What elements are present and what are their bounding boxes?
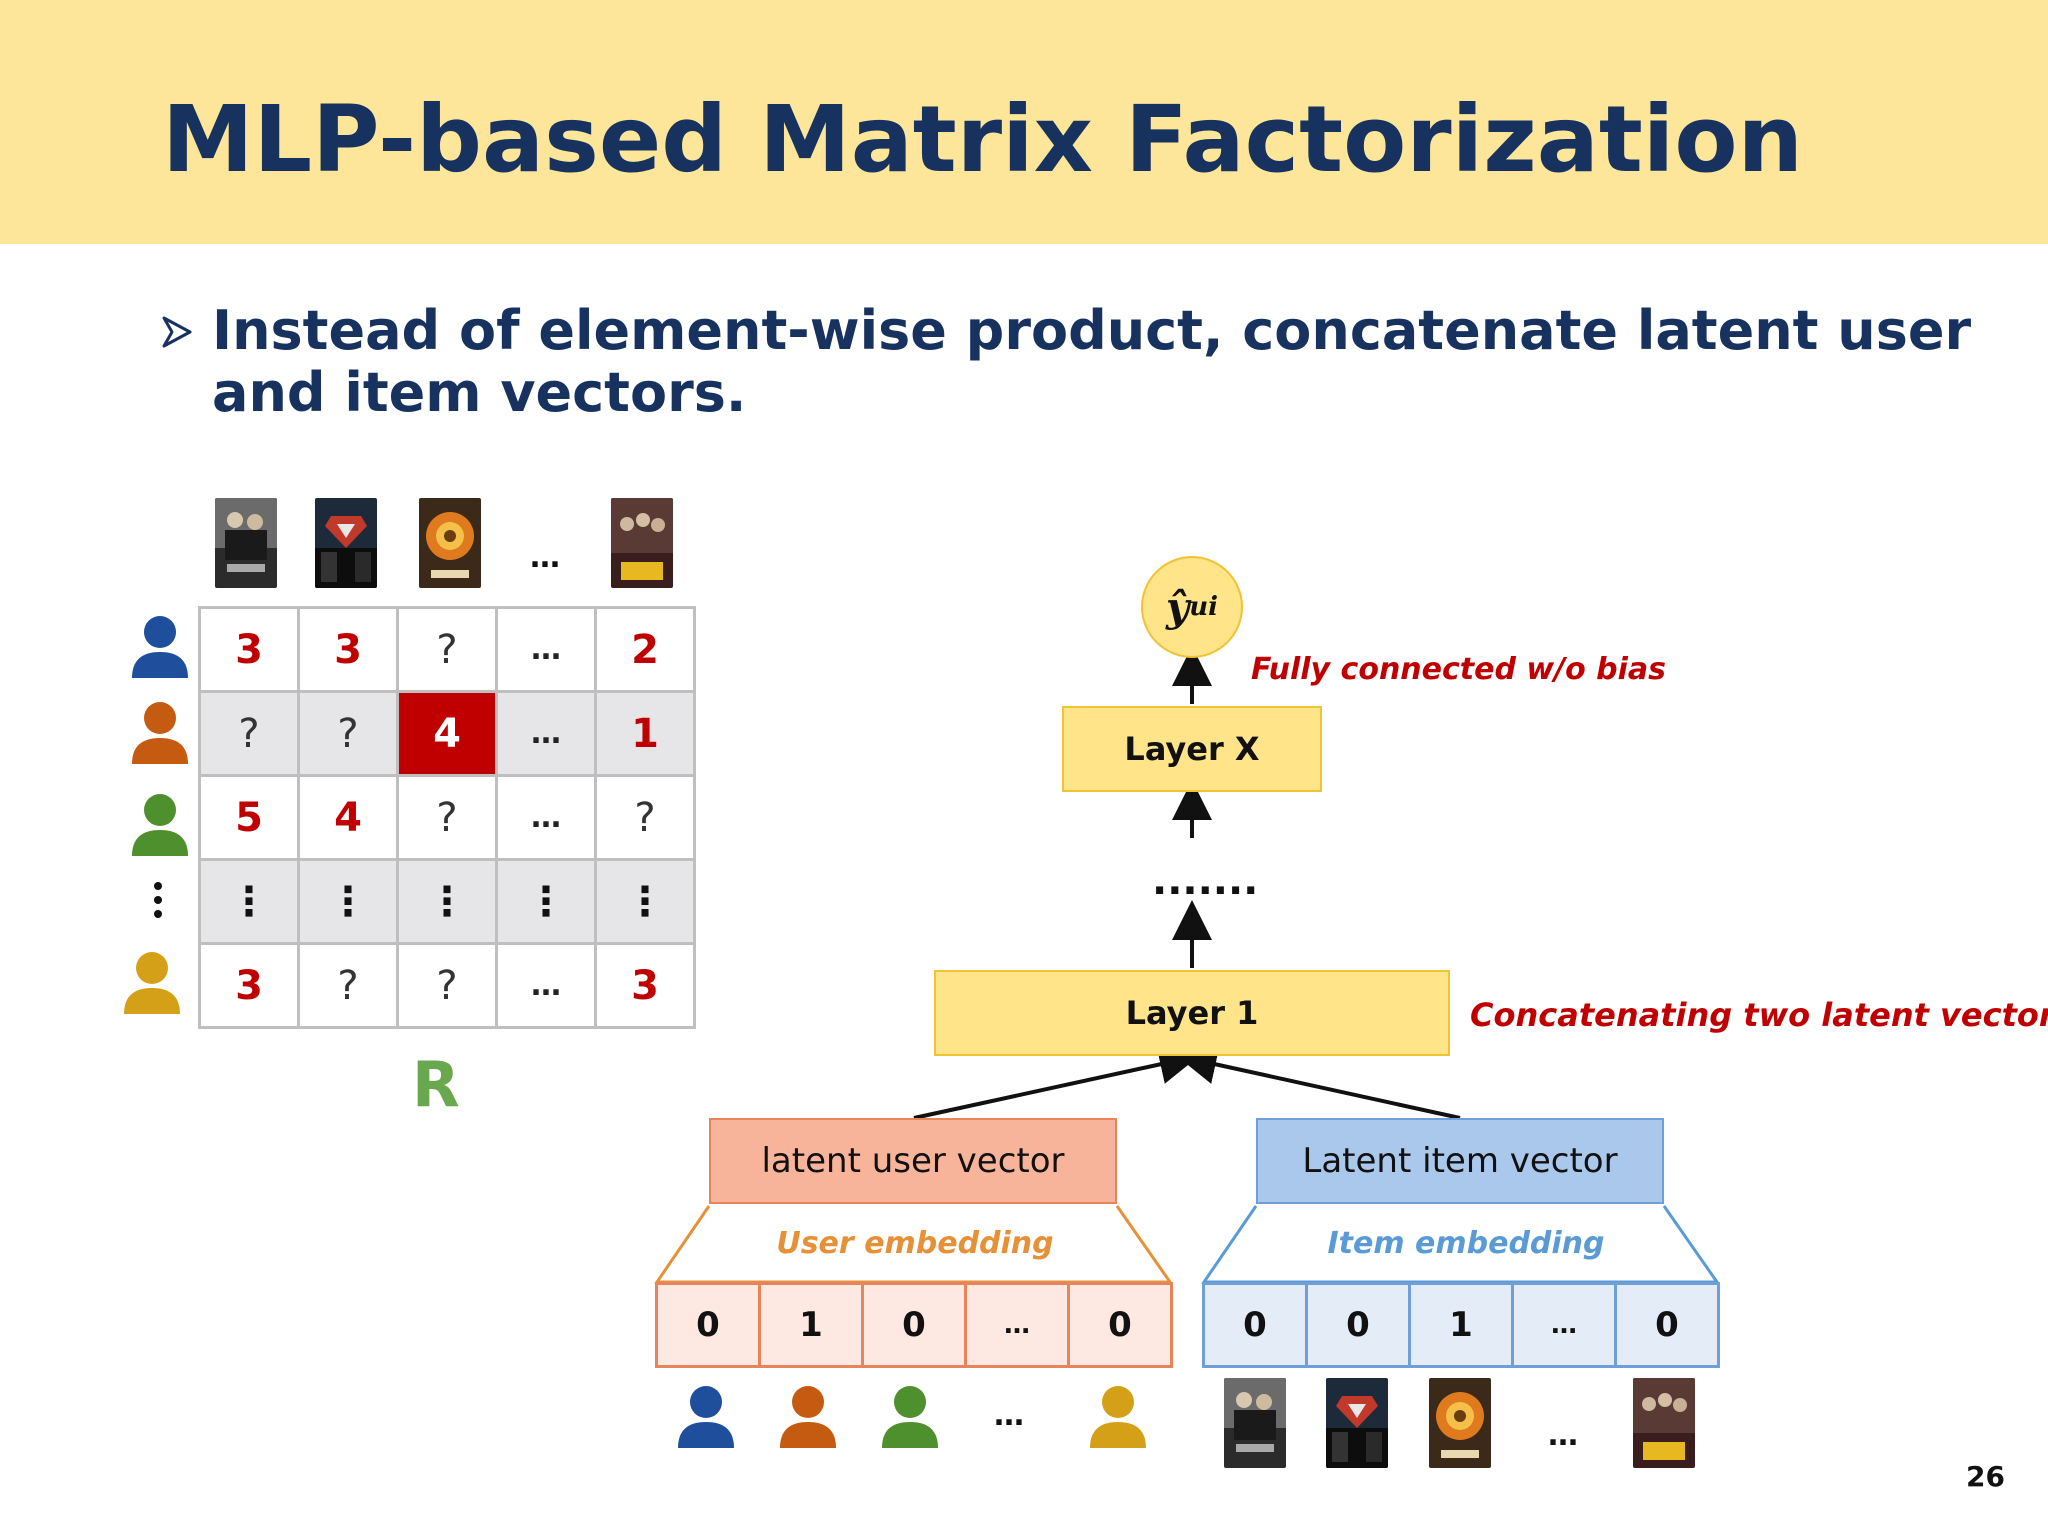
hidden-layers-dots: ....... [1152, 858, 1259, 904]
matrix-cell: ? [396, 606, 498, 693]
latent-item-vector: Latent item vector [1256, 1118, 1664, 1204]
item-embedding-label: Item embedding [1327, 1226, 1605, 1261]
matrix-cell: ? [297, 942, 399, 1029]
user-icon-green-bottom [882, 1386, 938, 1448]
item-ellipsis: … [1548, 1418, 1578, 1453]
onehot-cell: 0 [1067, 1282, 1173, 1368]
matrix-cell: ? [297, 690, 399, 777]
matrix-row: ??4…1 [198, 690, 696, 777]
movie-poster-4 [611, 498, 673, 588]
onehot-cell: 0 [1305, 1282, 1411, 1368]
bullet-line-1: Instead of element-wise product, concate… [212, 299, 1972, 362]
movie-poster-1 [215, 498, 277, 588]
annotation-concatenating: Concatenating two latent vectors [1470, 996, 2048, 1034]
matrix-cell: 2 [594, 606, 696, 693]
matrix-label: R [412, 1048, 460, 1121]
user-icon-green [132, 794, 188, 856]
layer-1: Layer 1 [934, 970, 1450, 1056]
onehot-cell: 0 [655, 1282, 761, 1368]
matrix-cell: 3 [594, 942, 696, 1029]
matrix-cell: 1 [594, 690, 696, 777]
matrix-cell: 3 [198, 606, 300, 693]
page-number: 26 [1966, 1460, 2005, 1493]
user-icon-blue-bottom [678, 1386, 734, 1448]
matrix-cell: … [495, 606, 597, 693]
matrix-cell: … [495, 942, 597, 1029]
user-icon-blue [132, 616, 188, 678]
matrix-cell: ⋮ [495, 858, 597, 945]
output-symbol: ŷ [1165, 583, 1190, 631]
user-embedding-trapezoid [654, 1205, 1173, 1284]
arrow-user-to-layer1 [913, 1044, 1200, 1120]
onehot-cell: 0 [1614, 1282, 1720, 1368]
onehot-cell: 0 [1202, 1282, 1308, 1368]
matrix-cell: … [495, 774, 597, 861]
annotation-fully-connected: Fully connected w/o bias [1251, 652, 1666, 687]
matrix-cell: … [495, 690, 597, 777]
matrix-cell: 3 [297, 606, 399, 693]
matrix-cell: ⋮ [297, 858, 399, 945]
matrix-cell: ? [396, 774, 498, 861]
movie-poster-4-bottom [1633, 1378, 1695, 1468]
latent-user-vector: latent user vector [709, 1118, 1117, 1204]
onehot-cell: … [1511, 1282, 1617, 1368]
matrix-cell: 4 [396, 690, 498, 777]
onehot-cell: 1 [758, 1282, 864, 1368]
user-icon-orange-bottom [780, 1386, 836, 1448]
output-subscript: ui [1189, 592, 1219, 622]
onehot-cell: 0 [861, 1282, 967, 1368]
item-embedding-trapezoid [1201, 1205, 1720, 1284]
user-icon-yellow [124, 952, 180, 1014]
user-icon-yellow-bottom [1090, 1386, 1146, 1448]
slide-title: MLP-based Matrix Factorization [162, 86, 1804, 193]
matrix-row: ⋮⋮⋮⋮⋮ [198, 858, 696, 945]
bullet-arrow-icon [162, 316, 192, 348]
onehot-cell: … [964, 1282, 1070, 1368]
matrix-cell: 3 [198, 942, 300, 1029]
matrix-cell: ⋮ [594, 858, 696, 945]
movie-poster-3-bottom [1429, 1378, 1491, 1468]
matrix-cell: ? [198, 690, 300, 777]
movie-poster-1-bottom [1224, 1378, 1286, 1468]
matrix-cell: 5 [198, 774, 300, 861]
movie-poster-2 [315, 498, 377, 588]
arrow-item-to-layer1 [1176, 1044, 1461, 1120]
user-icon-orange [132, 702, 188, 764]
movie-poster-2-bottom [1326, 1378, 1388, 1468]
matrix-cell: ⋮ [396, 858, 498, 945]
bullet-line-2: and item vectors. [212, 361, 747, 424]
matrix-cell: 4 [297, 774, 399, 861]
user-embedding-label: User embedding [776, 1226, 1054, 1261]
layer-x: Layer X [1062, 706, 1322, 792]
movie-ellipsis: … [530, 540, 560, 575]
bullet-text: Instead of element-wise product, concate… [212, 300, 1971, 424]
matrix-row: 3??…3 [198, 942, 696, 1029]
matrix-cell: ⋮ [198, 858, 300, 945]
user-vertical-dots-icon [154, 882, 162, 918]
title-banner [0, 0, 2048, 244]
matrix-cell: ? [594, 774, 696, 861]
matrix-cell: ? [396, 942, 498, 1029]
movie-poster-3 [419, 498, 481, 588]
onehot-cell: 1 [1408, 1282, 1514, 1368]
user-ellipsis: … [994, 1398, 1024, 1433]
